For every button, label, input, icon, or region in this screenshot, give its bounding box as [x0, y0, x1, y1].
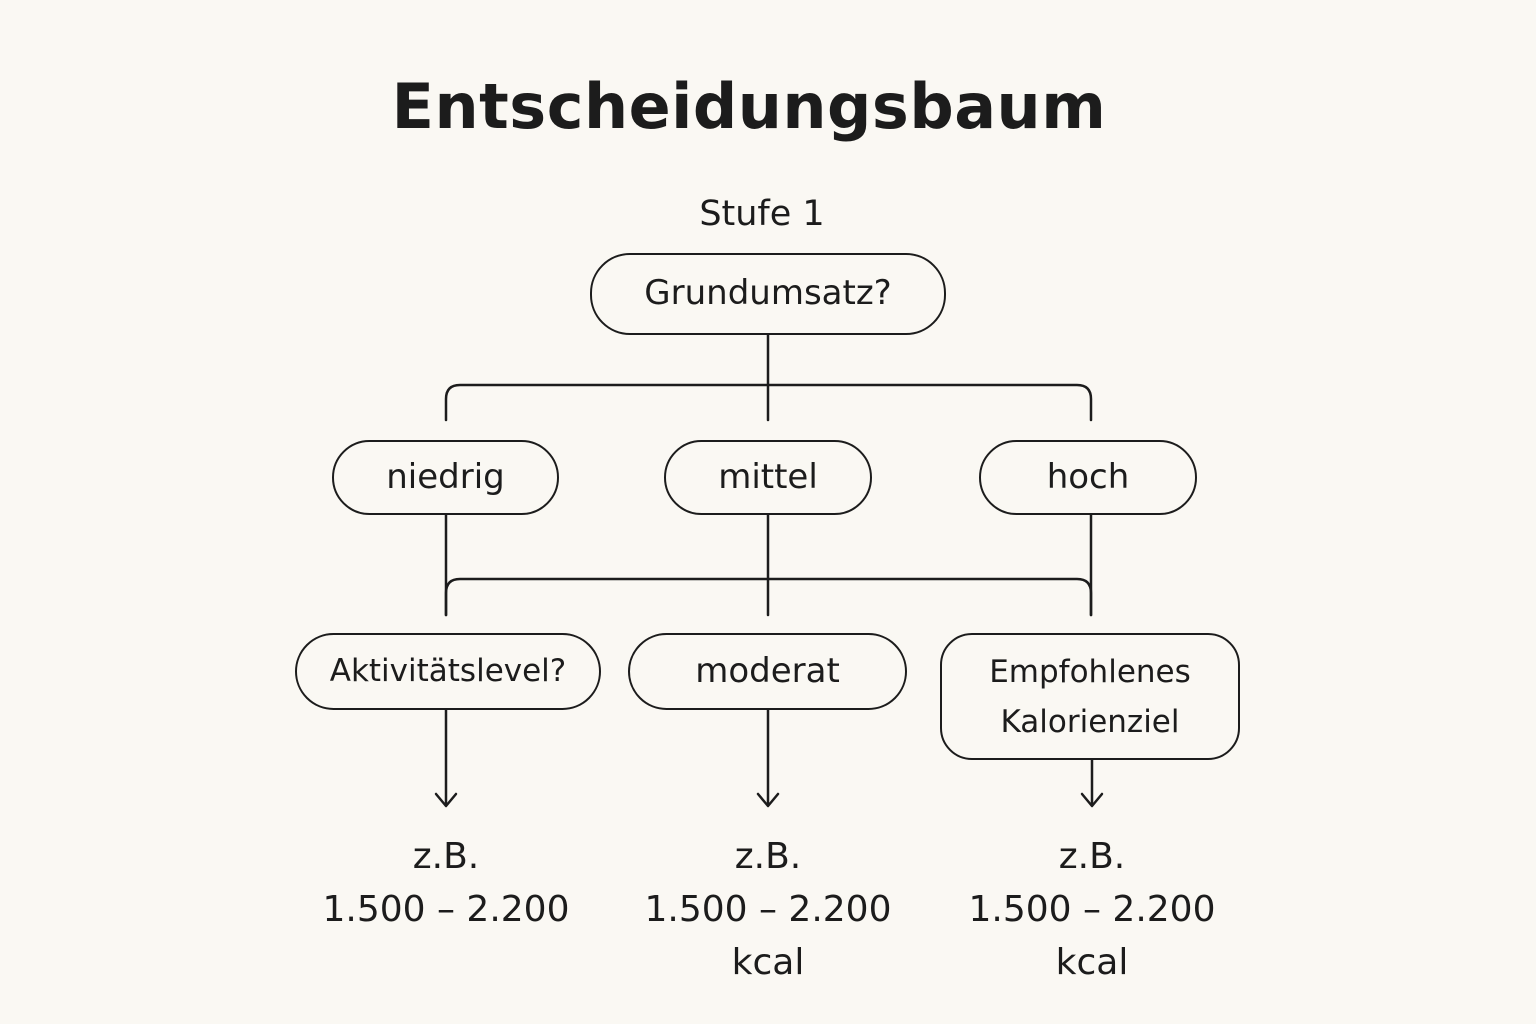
node-niedrig-label: niedrig	[386, 456, 505, 497]
stage-label: Stufe 1	[699, 194, 825, 234]
result-left-line-1: z.B.	[412, 836, 480, 877]
node-niedrig: niedrig	[332, 440, 559, 515]
result-middle-line-1: z.B.	[734, 836, 802, 877]
node-hoch: hoch	[979, 440, 1197, 515]
node-aktivitaetslevel: Aktivitätslevel?	[295, 633, 601, 710]
arrowhead-middle-icon	[756, 792, 780, 808]
result-right-line-1: z.B.	[1058, 836, 1126, 877]
root-node: Grundumsatz?	[590, 253, 946, 335]
node-hoch-label: hoch	[1046, 456, 1130, 497]
result-middle-line-2: 1.500 – 2.200	[644, 889, 892, 930]
result-right-line-2: 1.500 – 2.200	[968, 889, 1216, 930]
result-right-line-3: kcal	[1055, 942, 1129, 983]
result-right: z.B. 1.500 – 2.200 kcal	[952, 830, 1232, 989]
node-kalorienziel-line-1: Empfohlenes	[989, 653, 1191, 690]
arrowhead-right-icon	[1080, 792, 1104, 808]
node-kalorienziel: Empfohlenes Kalorienziel	[940, 633, 1240, 760]
result-middle: z.B. 1.500 – 2.200 kcal	[628, 830, 908, 989]
arrowhead-left-icon	[434, 792, 458, 808]
node-moderat-label: moderat	[695, 650, 840, 691]
node-kalorienziel-line-2: Kalorienziel	[1000, 703, 1180, 740]
result-left: z.B. 1.500 – 2.200	[306, 830, 586, 936]
diagram-title: Entscheidungsbaum	[391, 70, 1107, 143]
node-aktivitaetslevel-label: Aktivitätslevel?	[329, 653, 567, 690]
node-mittel: mittel	[664, 440, 872, 515]
connector-level2-bar	[444, 577, 1093, 617]
result-left-line-2: 1.500 – 2.200	[322, 889, 570, 930]
node-moderat: moderat	[628, 633, 907, 710]
node-mittel-label: mittel	[718, 456, 818, 497]
root-node-label: Grundumsatz?	[644, 273, 892, 314]
result-middle-line-3: kcal	[731, 942, 805, 983]
connector-level1-bar	[444, 383, 1093, 422]
